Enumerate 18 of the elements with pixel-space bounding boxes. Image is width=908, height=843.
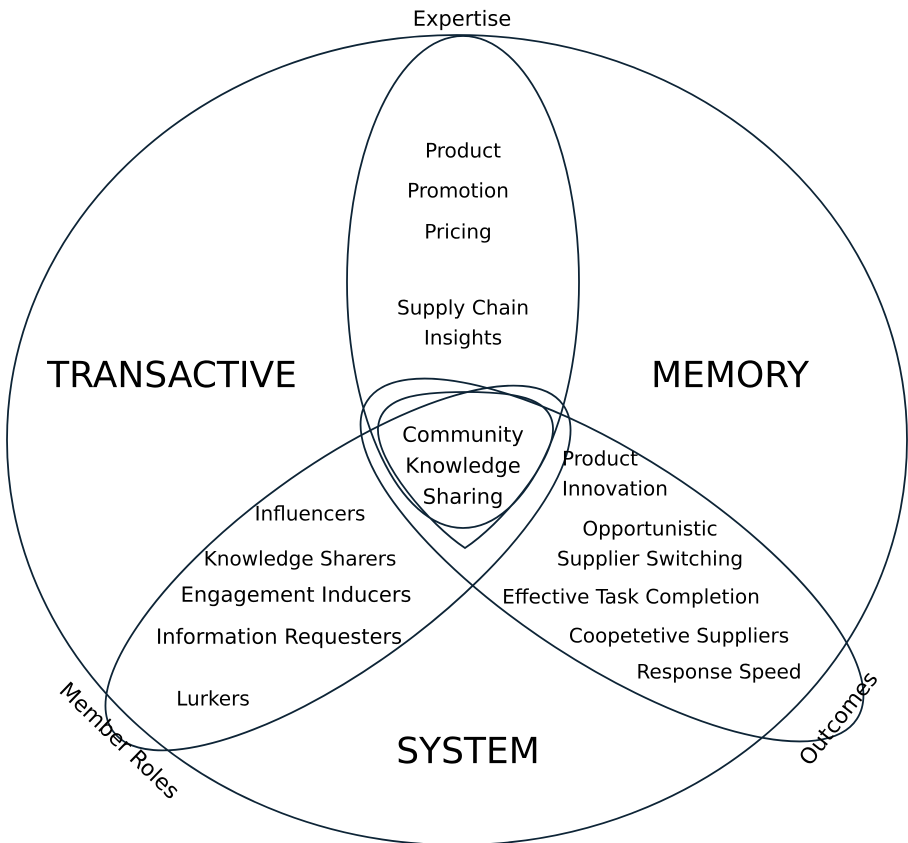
item-text: Engagement Inducers	[182, 586, 410, 606]
item-text: Information Requesters	[158, 628, 402, 648]
item-text: Knowledge Sharers	[206, 550, 396, 570]
item-text: Influencers	[256, 505, 364, 521]
item-text: Coopetetive Suppliers	[570, 627, 788, 647]
title-word: SYSTEM	[398, 736, 536, 764]
heading: Expertise	[414, 10, 510, 30]
item-text: Supply Chain Insights	[398, 299, 528, 349]
item-text: Product	[427, 142, 500, 158]
title-word: TRANSACTIVE	[47, 360, 295, 388]
item-text: Effective Task Completion	[504, 588, 758, 608]
center-text: Community Knowledge Sharing	[403, 426, 524, 508]
title-word: MEMORY	[654, 360, 810, 388]
item-text: Response Speed	[638, 663, 800, 683]
item-text: Promotion	[409, 182, 508, 198]
item-text: Pricing	[426, 223, 490, 243]
item-text: Lurkers	[178, 690, 249, 706]
item-text: Opportunistic Supplier Switching	[558, 520, 742, 570]
